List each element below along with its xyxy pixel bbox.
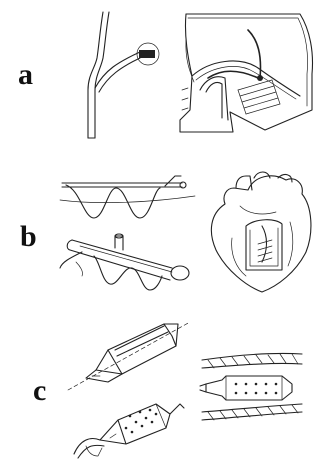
capsule-device-on-guidewire [68, 322, 190, 390]
wave-electrode-rod [60, 176, 195, 218]
wave-electrode-tube [60, 234, 189, 290]
heart-with-electrode [211, 172, 311, 292]
balloon-ports [125, 409, 158, 434]
balloon-catheter-device [74, 404, 184, 458]
implant-ports [235, 383, 278, 395]
vessel-implant-device [200, 353, 302, 420]
electrode-tip [139, 50, 155, 58]
heart-chamber-with-lead [180, 14, 313, 132]
catheter-tip-detail [88, 12, 159, 138]
lead-electrode [257, 75, 263, 81]
